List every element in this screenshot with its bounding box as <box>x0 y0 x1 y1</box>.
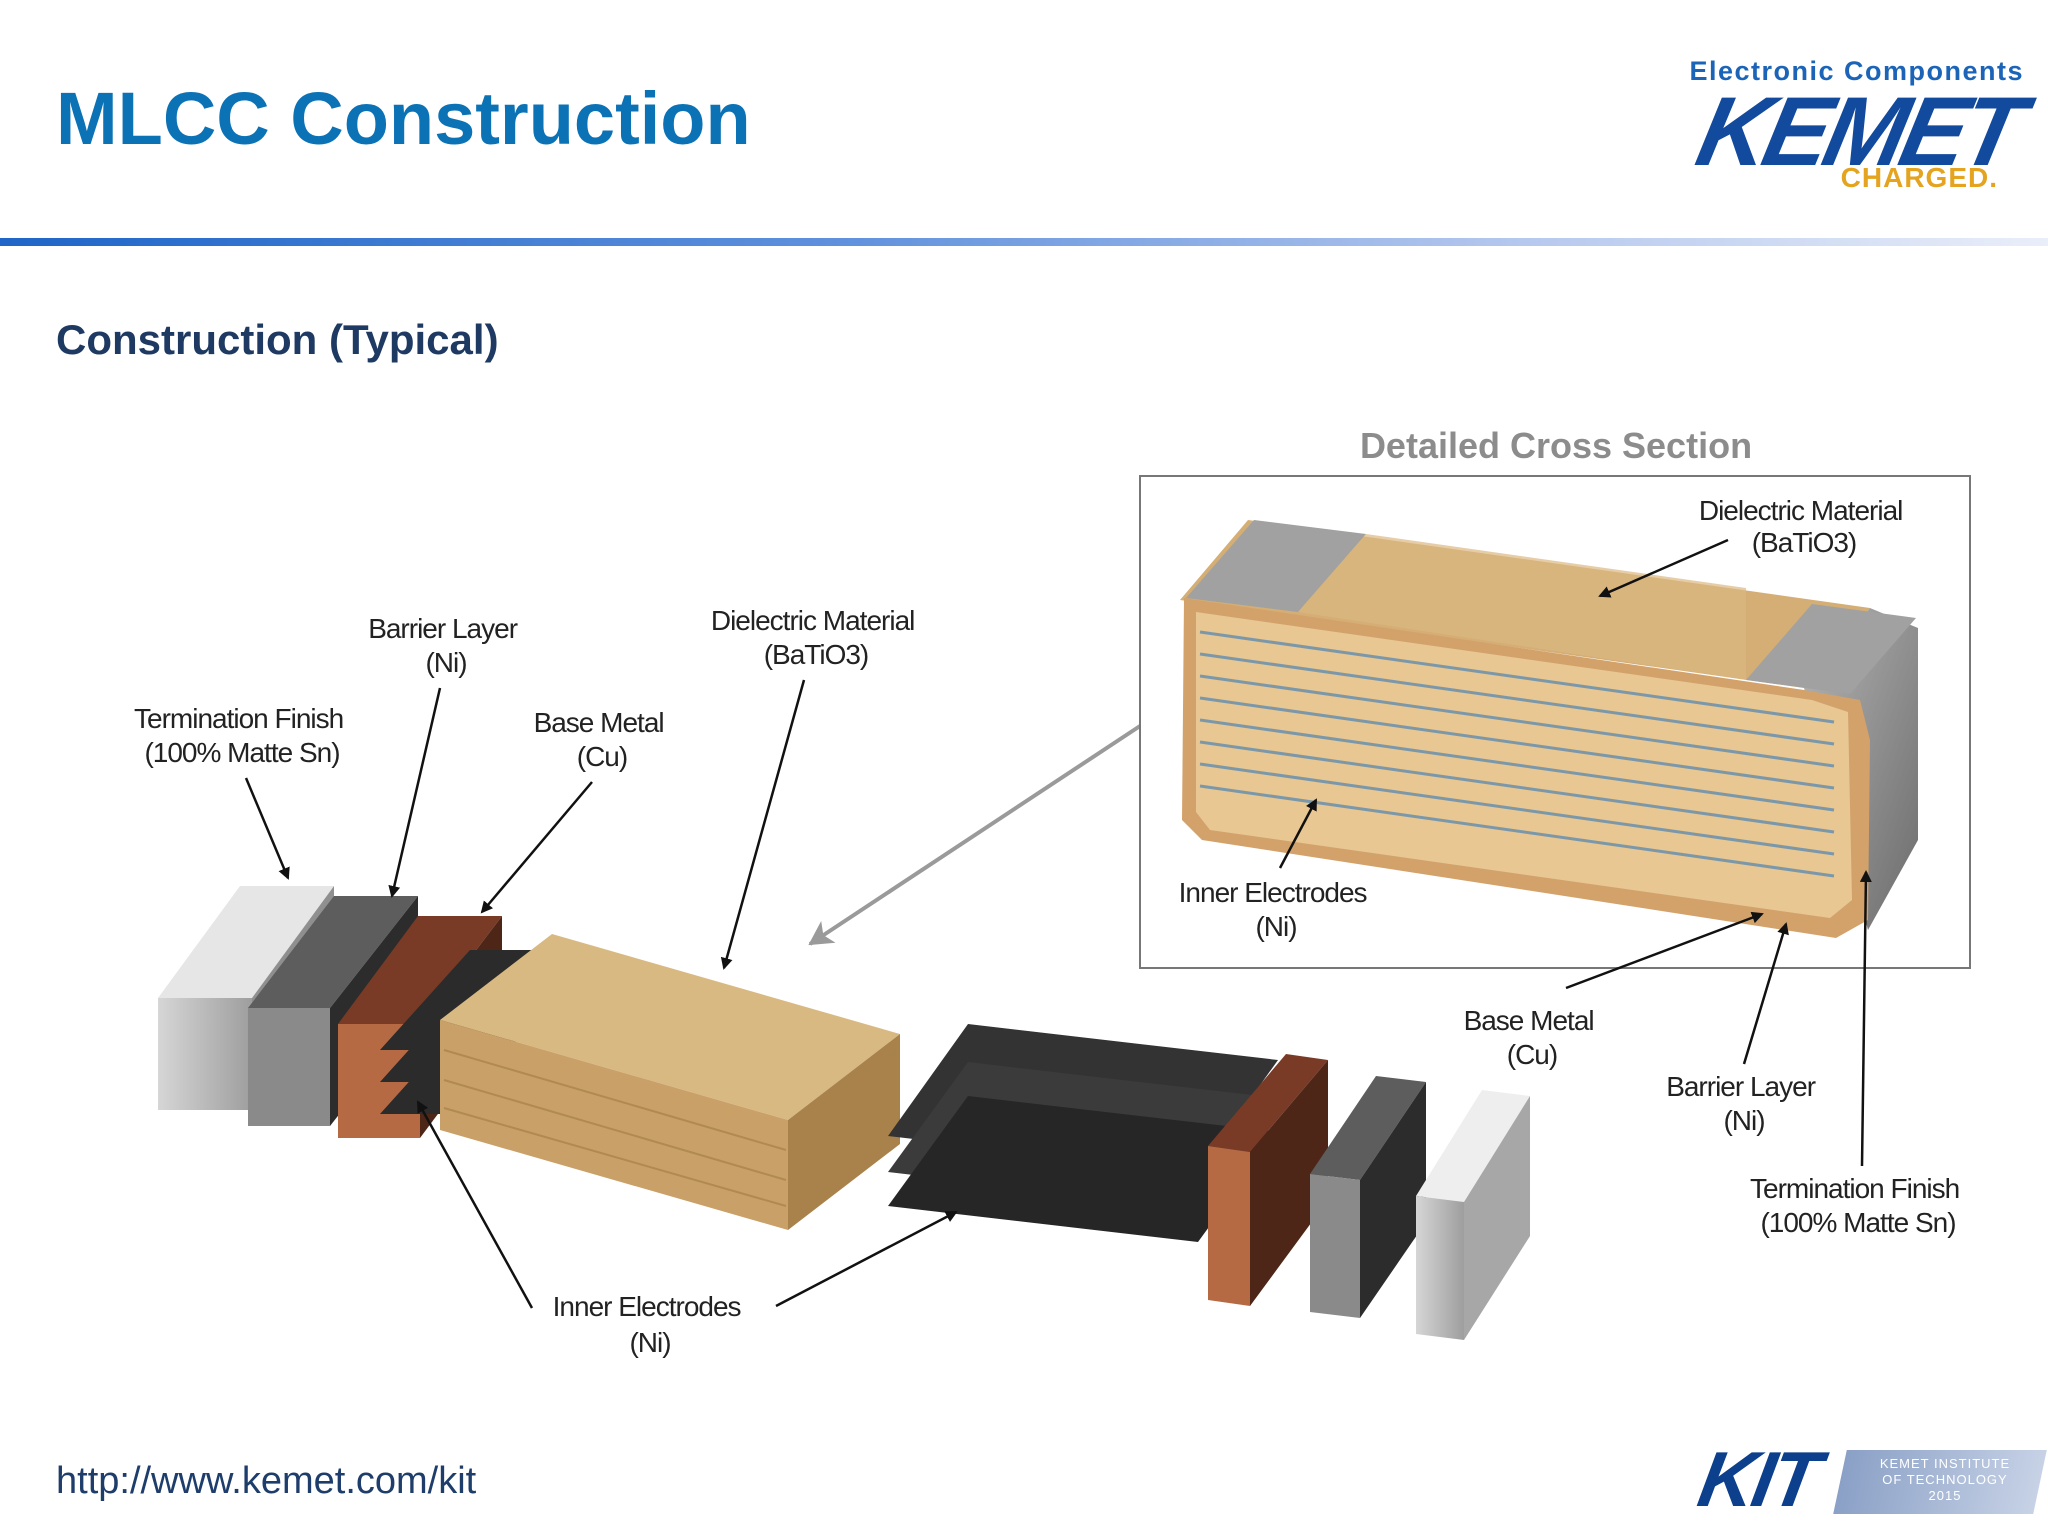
barrier-layer-plate-right <box>1310 1076 1426 1318</box>
kit-logo-wordmark: KIT <box>1692 1435 1825 1523</box>
inner-electrodes-right <box>888 1024 1278 1242</box>
label-dielectric-material-left-line2: (BaTiO3) <box>764 639 869 670</box>
label-inner-electrodes-left: Inner Electrodes (Ni) <box>553 1291 748 1358</box>
label-barrier-layer-left-line2: (Ni) <box>425 647 466 678</box>
arrow-inner-electrodes-left-a <box>416 1100 534 1309</box>
logo-slogan: CHARGED. <box>1840 162 1998 193</box>
label-termination-finish-left-line2: (100% Matte Sn) <box>144 737 339 768</box>
label-barrier-layer-left-line1: Barrier Layer <box>368 613 518 644</box>
arrow-barrier-layer-cross <box>1742 922 1789 1065</box>
cross-section-chip <box>1180 520 1918 938</box>
label-inner-electrodes-cross-line1: Inner Electrodes <box>1179 877 1367 908</box>
label-dielectric-material-cross-line1: Dielectric Material <box>1699 495 1903 526</box>
kemet-logo: Electronic Components KEMET CHARGED. <box>1688 50 2030 200</box>
arrow-termination-finish-left <box>244 777 290 880</box>
label-dielectric-material-cross-line2: (BaTiO3) <box>1752 527 1857 558</box>
label-inner-electrodes-cross: Inner Electrodes (Ni) <box>1179 877 1374 942</box>
cross-section-callout-arrow <box>808 724 1142 946</box>
label-termination-finish-cross: Termination Finish (100% Matte Sn) <box>1750 1173 1966 1238</box>
label-base-metal-left: Base Metal (Cu) <box>534 707 671 772</box>
label-inner-electrodes-left-line2: (Ni) <box>629 1327 670 1358</box>
label-dielectric-material-cross: Dielectric Material (BaTiO3) <box>1699 495 1909 558</box>
logo-tagline: Electronic Components <box>1689 56 2024 86</box>
label-barrier-layer-cross-line1: Barrier Layer <box>1666 1071 1816 1102</box>
arrow-dielectric-material-left <box>720 679 806 970</box>
arrow-barrier-layer-left <box>388 687 442 898</box>
termination-finish-plate-right <box>1416 1090 1530 1340</box>
diagram-subtitle: Construction (Typical) <box>56 316 499 363</box>
arrow-termination-finish-cross <box>1859 870 1872 1167</box>
cross-section-heading: Detailed Cross Section <box>1360 425 1752 466</box>
label-barrier-layer-cross: Barrier Layer (Ni) <box>1666 1071 1822 1136</box>
label-inner-electrodes-cross-line2: (Ni) <box>1255 911 1296 942</box>
kit-logo: KIT KEMET INSTITUTE OF TECHNOLOGY 2015 <box>1692 1435 2047 1523</box>
arrow-inner-electrodes-cross <box>1278 798 1318 869</box>
cross-section-inner-electrode-lines <box>1199 630 1835 878</box>
label-termination-finish-cross-line2: (100% Matte Sn) <box>1760 1207 1955 1238</box>
arrow-base-metal-left <box>480 781 593 914</box>
label-base-metal-cross-line1: Base Metal <box>1464 1005 1594 1036</box>
leader-arrows-cross <box>1278 538 1872 1167</box>
kit-logo-subtext: KEMET INSTITUTE OF TECHNOLOGY 2015 <box>1879 1456 2011 1503</box>
label-base-metal-cross: Base Metal (Cu) <box>1464 1005 1601 1070</box>
label-base-metal-cross-line2: (Cu) <box>1507 1039 1557 1070</box>
label-termination-finish-left-line1: Termination Finish <box>134 703 343 734</box>
arrow-inner-electrodes-left-b <box>775 1210 958 1308</box>
base-metal-plate-right <box>1208 1054 1328 1306</box>
label-base-metal-left-line1: Base Metal <box>534 707 664 738</box>
slide-title: MLCC Construction <box>56 77 751 160</box>
label-inner-electrodes-left-line1: Inner Electrodes <box>553 1291 741 1322</box>
leader-arrows-left <box>244 679 958 1309</box>
label-dielectric-material-left-line1: Dielectric Material <box>711 605 915 636</box>
label-termination-finish-cross-line1: Termination Finish <box>1750 1173 1959 1204</box>
dielectric-block <box>440 934 900 1230</box>
label-dielectric-material-left: Dielectric Material (BaTiO3) <box>711 605 921 670</box>
cross-section-frame <box>1139 475 1971 969</box>
label-termination-finish-left: Termination Finish (100% Matte Sn) <box>134 703 350 768</box>
source-url[interactable]: http://www.kemet.com/kit <box>56 1460 477 1502</box>
label-base-metal-left-line2: (Cu) <box>577 741 627 772</box>
label-barrier-layer-cross-line2: (Ni) <box>1723 1105 1764 1136</box>
arrow-base-metal-cross <box>1565 911 1764 990</box>
header-divider <box>0 238 2048 246</box>
label-barrier-layer-left: Barrier Layer (Ni) <box>368 613 524 678</box>
arrow-dielectric-material-cross <box>1598 538 1729 598</box>
